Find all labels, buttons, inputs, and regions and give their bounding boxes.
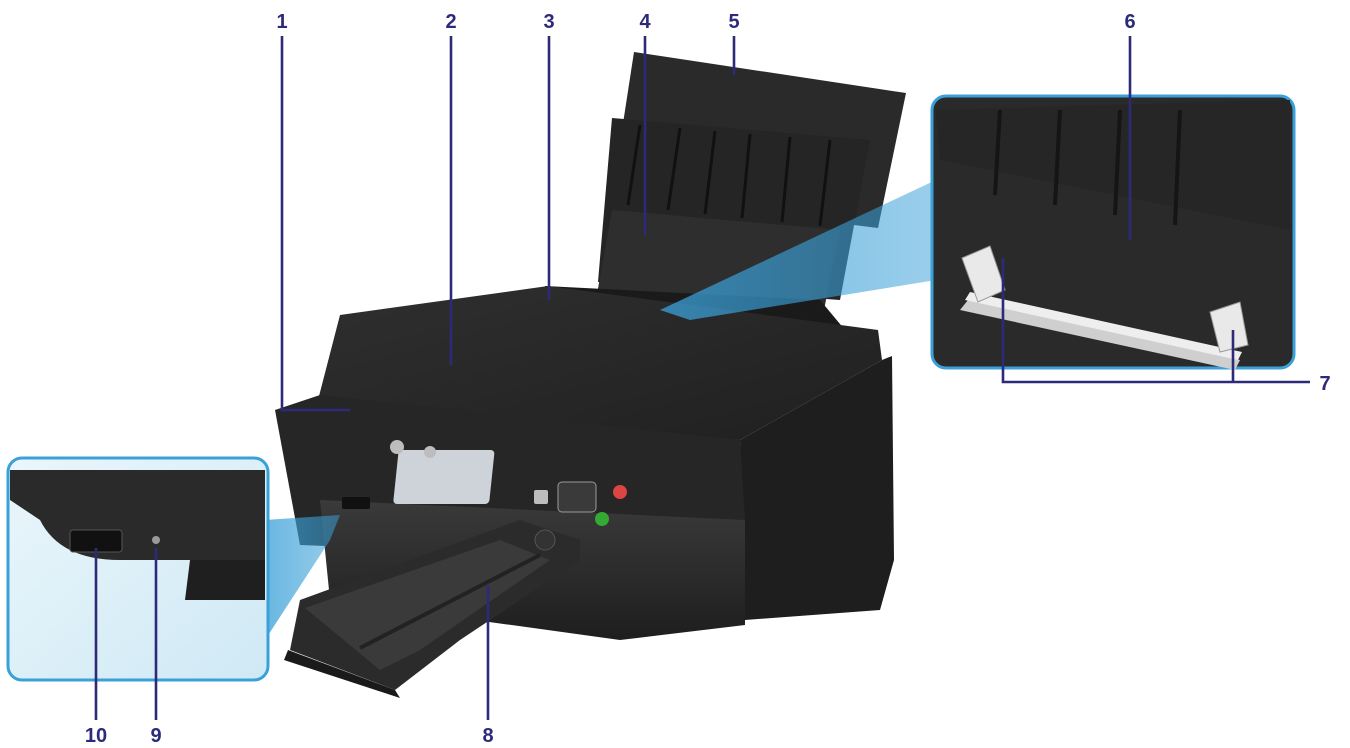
inset-card-slot: [6, 456, 340, 682]
leader-7: [1001, 258, 1310, 384]
callout-3: 3: [543, 11, 554, 33]
callout-9: 9: [150, 725, 161, 747]
callout-4: 4: [639, 11, 651, 33]
callout-7: 7: [1319, 373, 1330, 395]
callout-5: 5: [728, 11, 739, 33]
leader-lines: [94, 36, 1310, 720]
callout-10: 10: [85, 725, 107, 747]
printer-illustration: [275, 52, 906, 698]
callout-8: 8: [482, 725, 493, 747]
inset-paper-guides: [660, 94, 1296, 370]
output-tray: [284, 520, 580, 698]
callout-6: 6: [1124, 11, 1135, 33]
leader-1: [280, 36, 350, 412]
callout-2: 2: [445, 11, 456, 33]
callout-labels: 1 2 3 4 5 6 7 8 9 10: [85, 11, 1331, 747]
callout-1: 1: [276, 11, 287, 33]
